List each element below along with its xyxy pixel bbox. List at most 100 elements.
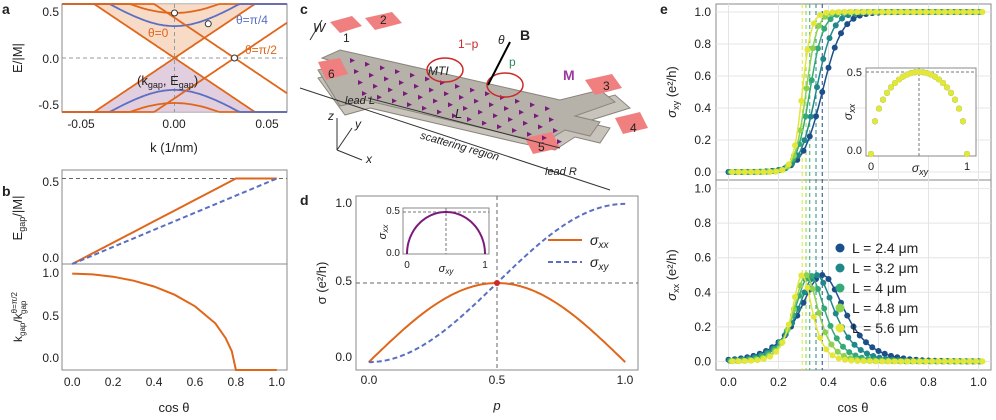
e-bot-point-0-23: [869, 344, 876, 351]
e-top-point-0-12: [800, 147, 807, 154]
panel-a-label: a: [2, 1, 10, 17]
y-label: y: [354, 117, 362, 131]
m-arrow-43: [377, 94, 382, 100]
e-bot-point-4-17: [835, 355, 842, 362]
m-arrow-14: [354, 69, 359, 74]
panel-a-plot: 0.5 0.0 -0.5 -0.05 0.00 0.05 k (1/nm) E/…: [10, 3, 288, 155]
e-bot-point-2-18: [840, 343, 846, 350]
e-top-ytick-0.4: 0.4: [694, 101, 711, 115]
e-bot-point-4-9: [785, 321, 792, 328]
e-top-ytick-1.0: 1.0: [694, 5, 711, 19]
e-bot-point-4-36: [954, 358, 961, 365]
m-arrow-54: [542, 135, 547, 141]
e-top-point-0-15: [819, 89, 826, 95]
m-arrow-52: [512, 128, 517, 133]
e-inset-point-4-17: [936, 76, 942, 83]
e-bot-point-2-15: [821, 305, 828, 312]
e-top-point-3-13: [809, 45, 816, 52]
e-bot-point-4-11: [798, 272, 805, 279]
e-bot-point-4-22: [867, 358, 873, 365]
d-ytick-1.0: 1.0: [335, 196, 352, 210]
e-top-point-4-21: [860, 9, 867, 16]
e-inset-point-4-20: [948, 89, 954, 96]
e-xtick-0.4: 0.4: [820, 375, 837, 389]
e-top-point-4-3: [748, 168, 755, 175]
e-bot-point-0-25: [881, 350, 888, 357]
e-inset-point-4-1: [872, 118, 878, 125]
e-bot-point-4-29: [910, 358, 917, 365]
a-xtick-neg0.05: -0.05: [67, 117, 95, 131]
d-inset-ytick-0.0: 0.0: [386, 248, 400, 259]
e-inset-point-4-3: [880, 96, 886, 103]
e-bot-point-4-12: [804, 284, 811, 291]
d-ytick-0.5: 0.5: [335, 274, 352, 288]
e-bot-point-1-22: [864, 350, 870, 357]
b-bot-ytick-0.0: 0.0: [42, 351, 59, 365]
a-annot-point: (kgap, Egap): [137, 73, 198, 90]
e-bot-point-4-31: [923, 358, 930, 365]
e-top-point-4-9: [785, 161, 792, 168]
e-inset-xtick-1: 1: [964, 161, 970, 173]
panel-d-plot: 1.0 0.5 0.0 0.0 0.5 1.0 p σ (e²/h) σxx σ…: [314, 195, 639, 413]
e-bot-point-4-16: [829, 352, 836, 359]
a-marker-theta-pi2: [231, 54, 238, 62]
contact-2-pad: [365, 12, 402, 30]
e-top-point-2-13: [808, 77, 815, 84]
mti-label: MTI: [428, 64, 449, 78]
e-top-point-0-18: [838, 30, 844, 37]
m-arrow-50: [482, 120, 487, 126]
e-top-point-4-37: [960, 9, 967, 15]
b-xtick-0.2: 0.2: [105, 375, 122, 389]
e-top-point-4-28: [904, 9, 911, 15]
field-label: B: [520, 27, 530, 43]
e-top-point-2-12: [802, 113, 809, 120]
e-bot-point-0-22: [863, 339, 869, 346]
e-bot-point-4-18: [842, 356, 848, 363]
d-inset-semicircle: [406, 211, 486, 254]
m-arrow-23: [489, 102, 494, 108]
e-top-point-4-20: [854, 9, 861, 16]
m-arrow-53: [527, 131, 532, 137]
e-legend-marker-0: [835, 243, 845, 253]
contact-1-pad: [330, 16, 362, 33]
e-bot-point-4-0: [729, 358, 736, 365]
e-bot-point-4-30: [917, 358, 923, 365]
e-inset-point-4-2: [876, 105, 882, 112]
e-top-point-4-31: [923, 9, 930, 15]
e-top-point-3-11: [797, 127, 804, 134]
e-bot-point-1-17: [832, 310, 839, 317]
m-arrow-5: [425, 76, 430, 82]
e-top-point-4-36: [954, 9, 961, 15]
m-arrow-17: [399, 80, 404, 86]
contact-6-label: 6: [328, 67, 335, 81]
e-bot-point-4-37: [960, 358, 967, 365]
b-top-series-1: [71, 177, 278, 265]
e-bot-point-1-21: [857, 346, 864, 353]
a-marker-theta-pi4: [204, 20, 212, 28]
e-bot-point-4-19: [848, 357, 855, 364]
e-bot-point-4-35: [948, 358, 955, 365]
e-bot-point-0-16: [825, 276, 832, 283]
e-xtick-0.6: 0.6: [870, 375, 887, 389]
e-inset-point-4-21: [952, 96, 958, 103]
a-ytick-0.0: 0.0: [42, 52, 59, 66]
m-arrow-31: [403, 91, 408, 97]
a-annot-theta-pi2: θ=π/2: [245, 43, 277, 57]
e-legend-marker-3: [835, 303, 845, 313]
e-top-point-1-17: [832, 22, 839, 29]
e-bot-point-1-15: [820, 279, 827, 286]
e-bot-point-4-14: [817, 334, 823, 341]
e-bot-point-4-3: [748, 357, 755, 364]
a-annot-theta0: θ=0: [148, 26, 169, 40]
e-top-point-0-19: [844, 21, 851, 28]
e-bot-point-4-38: [967, 358, 973, 365]
m-arrow-47: [437, 109, 442, 115]
e-top-ytick-0.6: 0.6: [694, 69, 711, 83]
m-arrow-55: [557, 139, 562, 145]
e-bot-point-4-6: [767, 353, 773, 360]
a-ylabel: E/|M|: [10, 43, 25, 73]
m-arrow-34: [448, 102, 453, 108]
d-ytick-0.0: 0.0: [335, 350, 352, 364]
e-xtick-0.0: 0.0: [720, 375, 737, 389]
